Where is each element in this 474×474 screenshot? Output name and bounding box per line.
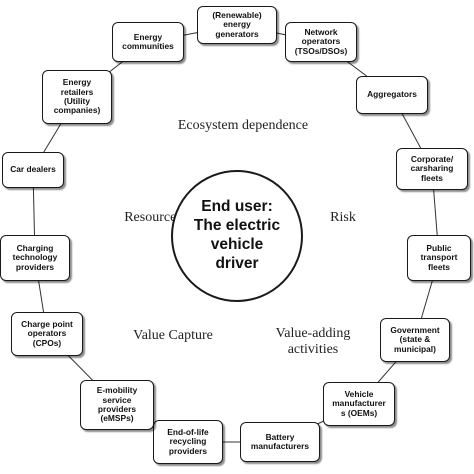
label-risk: Risk bbox=[330, 210, 356, 225]
label-resources: Resources bbox=[124, 210, 182, 225]
end-user-circle: End user: The electric vehicle driver bbox=[171, 170, 303, 302]
actor-charging-technology-providers: Charging technology providers bbox=[0, 235, 70, 281]
actor-energy-communities: Energy communities bbox=[112, 22, 184, 62]
actor-corporate-carsharing-fleets: Corporate/ carsharing fleets bbox=[396, 148, 468, 190]
actor-renewable-energy-generators: (Renewable) energy generators bbox=[197, 6, 277, 44]
actor-public-transport-fleets: Public transport fleets bbox=[407, 235, 471, 281]
actor-end-of-life-recycling-providers: End-of-life recycling providers bbox=[153, 420, 223, 464]
label-value-capture: Value Capture bbox=[133, 328, 213, 343]
actor-battery-manufacturers: Battery manufacturers bbox=[240, 422, 320, 462]
actor-charge-point-operators: Charge point operators (CPOs) bbox=[11, 312, 83, 356]
actor-e-mobility-service-providers: E-mobility service providers (eMSPs) bbox=[80, 380, 154, 430]
actor-government: Government (state & municipal) bbox=[380, 318, 450, 362]
label-value-adding-activities: Value-adding activities bbox=[275, 326, 351, 358]
label-ecosystem-dependence: Ecosystem dependence bbox=[177, 118, 309, 133]
actor-network-operators: Network operators (TSOs/DSOs) bbox=[285, 22, 357, 62]
actor-aggregators: Aggregators bbox=[356, 76, 428, 114]
actor-energy-retailers: Energy retailers (Utility companies) bbox=[42, 70, 112, 124]
actor-vehicle-manufacturers: Vehicle manufacturer s (OEMs) bbox=[323, 382, 395, 426]
actor-car-dealers: Car dealers bbox=[2, 152, 64, 188]
